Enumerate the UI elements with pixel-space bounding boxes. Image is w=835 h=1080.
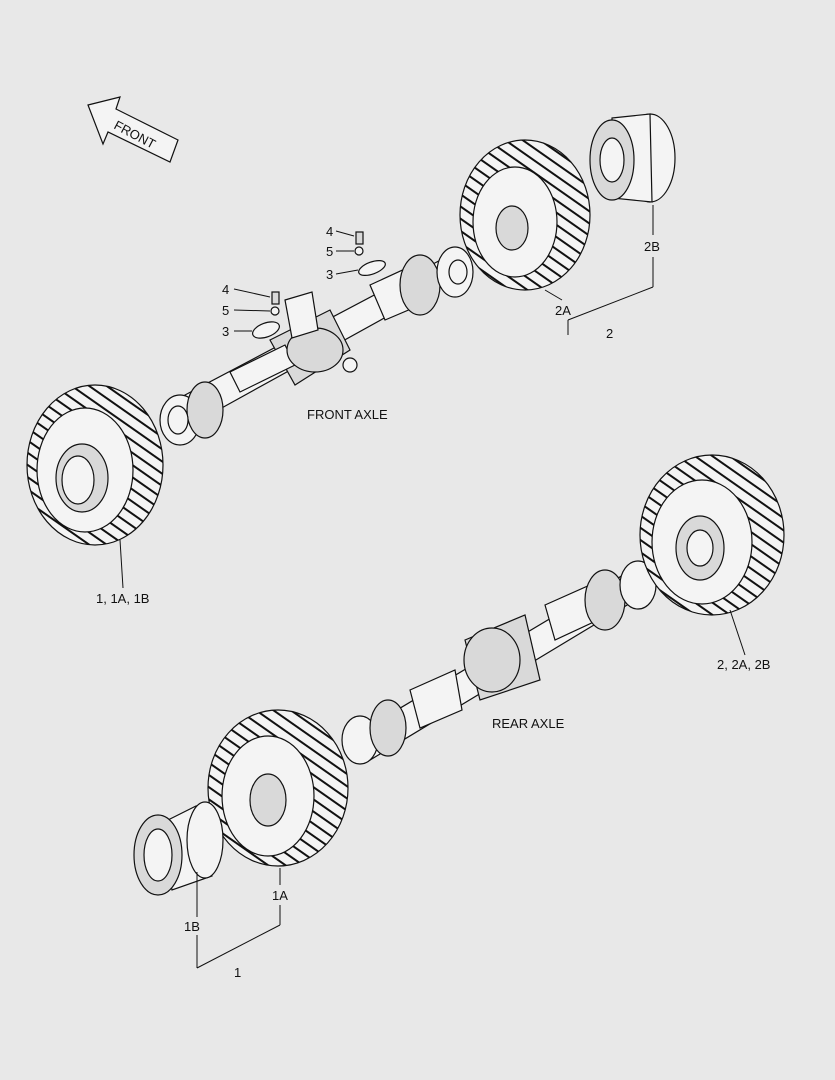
- callout-upper-3: 3: [326, 267, 333, 282]
- rear-axle-assembly: [341, 560, 657, 765]
- callout-1B: 1B: [184, 919, 200, 934]
- callout-upper-4: 4: [326, 224, 333, 239]
- callout-labels: 1, 1A, 1B 2, 2A, 2B 2B 2A 2 1A 1B 1 4 5 …: [96, 224, 770, 980]
- cap-parts-upper: [354, 231, 386, 276]
- callout-lower-5: 5: [222, 303, 229, 318]
- front-right-wheel: [459, 139, 591, 291]
- callout-1A: 1A: [272, 888, 288, 903]
- rear-axle-label: REAR AXLE: [492, 716, 565, 731]
- front-rim: [589, 113, 676, 203]
- rear-rim: [133, 801, 224, 896]
- section-labels: FRONT AXLE REAR AXLE: [307, 407, 565, 731]
- callout-2B: 2B: [644, 239, 660, 254]
- rear-right-wheel: [639, 454, 785, 616]
- callout-2A: 2A: [555, 303, 571, 318]
- callout-lower-4: 4: [222, 282, 229, 297]
- callout-rear-right-wheel: 2, 2A, 2B: [717, 657, 770, 672]
- cap-parts-lower: [252, 291, 280, 339]
- callout-2: 2: [606, 326, 613, 341]
- front-axle-label: FRONT AXLE: [307, 407, 388, 422]
- front-direction-arrow: FRONT: [87, 96, 179, 163]
- callout-lower-3: 3: [222, 324, 229, 339]
- front-axle-assembly: [159, 246, 474, 446]
- leader-lines: [119, 205, 746, 969]
- callout-front-left-wheel: 1, 1A, 1B: [96, 591, 149, 606]
- front-left-wheel: [26, 384, 164, 546]
- callout-upper-5: 5: [326, 244, 333, 259]
- callout-1: 1: [234, 965, 241, 980]
- rear-left-wheel: [207, 709, 349, 867]
